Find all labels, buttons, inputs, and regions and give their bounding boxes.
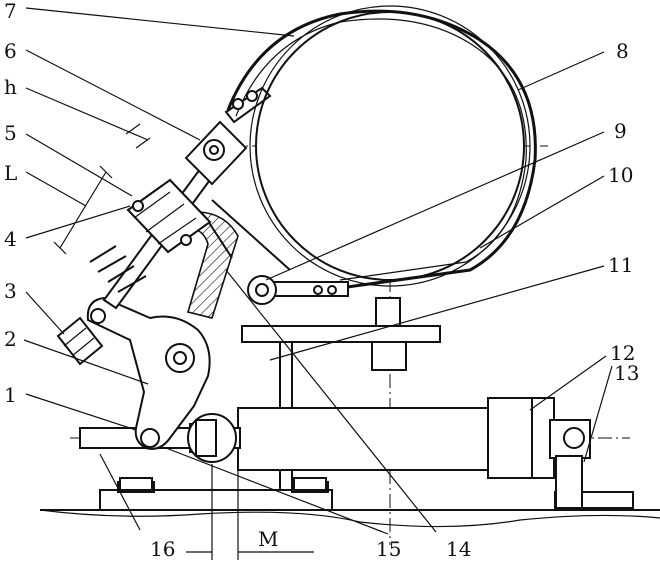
dimension-m: [186, 458, 314, 560]
band-end-clip: [224, 86, 272, 124]
label-12: 12: [610, 341, 635, 365]
clamp-lever: [86, 296, 211, 450]
ground-line: [39, 509, 660, 528]
label-14: 14: [446, 537, 471, 561]
base-plate: [99, 481, 634, 511]
label-L: L: [4, 161, 17, 185]
label-8: 8: [616, 39, 629, 63]
slide-block: [126, 178, 212, 254]
base-bolts: [119, 477, 327, 491]
spring-assembly: [89, 200, 192, 293]
label-9: 9: [614, 119, 627, 143]
label-M: M: [258, 527, 278, 551]
label-2: 2: [4, 327, 17, 351]
dimension-l: [53, 165, 113, 255]
rear-bracket: [549, 419, 591, 509]
label-3: 3: [4, 279, 17, 303]
cylinder-body: [237, 397, 555, 479]
leader-lines: [23, 7, 613, 535]
label-13: 13: [614, 361, 639, 385]
label-15: 15: [376, 537, 401, 561]
label-16: 16: [150, 537, 175, 561]
label-h: h: [4, 75, 17, 99]
label-5: 5: [4, 121, 17, 145]
label-11: 11: [608, 253, 633, 277]
pin-link: [247, 275, 349, 305]
label-6: 6: [4, 39, 17, 63]
hatched-guide: [186, 199, 291, 319]
label-1: 1: [4, 383, 17, 407]
band-clamp-head: [184, 120, 248, 186]
adjust-nut: [56, 316, 104, 366]
label-7: 7: [4, 0, 17, 23]
label-10: 10: [608, 163, 633, 187]
clamp-band: [226, 9, 537, 290]
label-4: 4: [4, 227, 17, 251]
